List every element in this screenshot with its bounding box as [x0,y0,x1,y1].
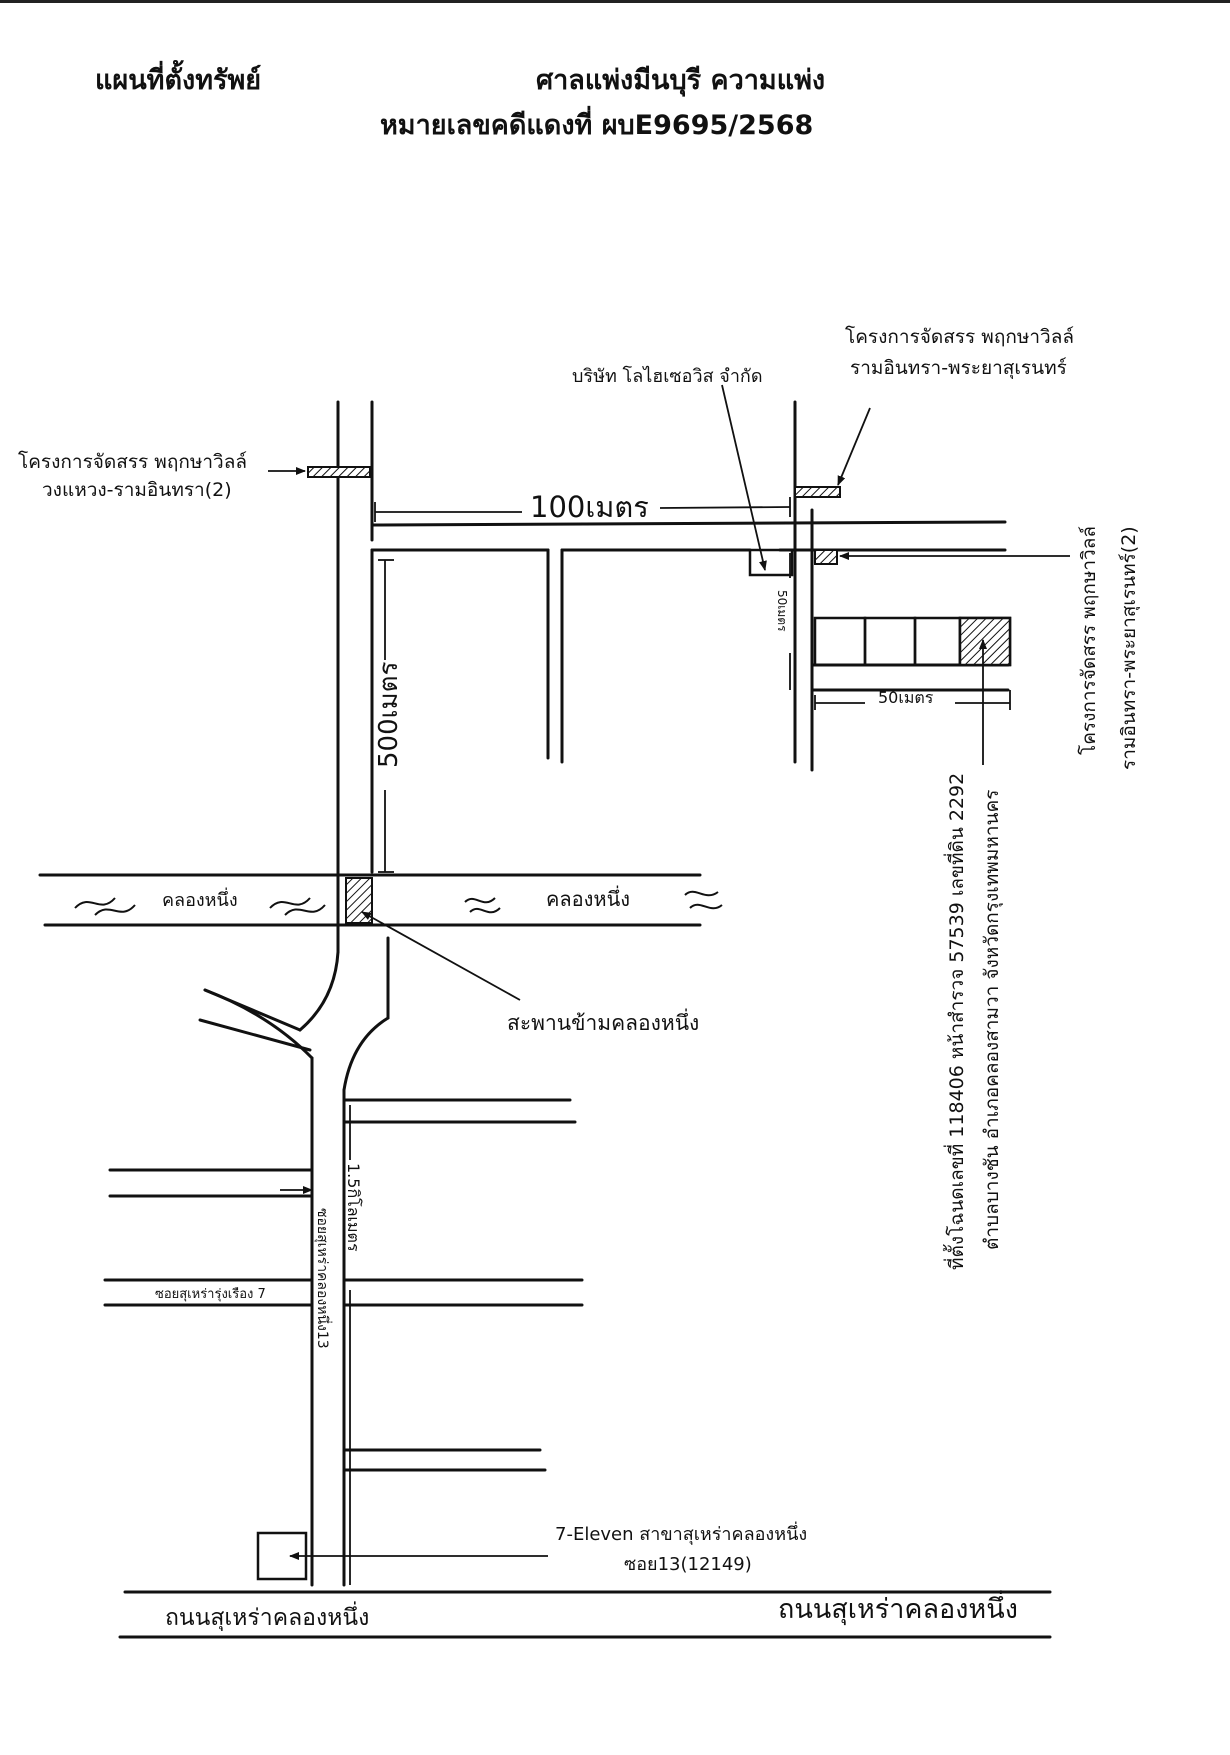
arrow-company [721,384,767,571]
main-road-label-right: ถนนสุเหร่าคลองหนึ่ง [778,1590,1018,1626]
top-border [0,0,1230,3]
project-top-gate [794,486,841,498]
soi-7-label: ซอยสุเหร่ารุ่งเรือง 7 [155,1286,266,1302]
east-sois [342,1098,584,1472]
map-title: แผนที่ตั้งทรัพย์ [95,65,262,96]
project-right-label-1: โครงการจัดสรร พฤกษาวิลล์ [1077,526,1100,755]
arrow-project-top [837,407,871,486]
distance-50m-vertical: 50เมตร [775,590,789,632]
court-name: ศาลแพ่งมีนบุรี ความแพ่ง [536,65,826,96]
project-right-gate [814,549,838,565]
main-road-label-left: ถนนสุเหร่าคลองหนึ่ง [165,1601,369,1631]
project-top-label-2: รามอินทรา-พระยาสุเรนทร์ [850,357,1067,380]
project-left-label-2: วงแหวง-รามอินทรา(2) [42,479,232,501]
distance-50m-horizontal: 50เมตร [878,688,934,707]
main-road-bottom [118,1590,1052,1639]
dimension-500m [378,559,394,873]
distance-100m: 100เมตร [530,490,649,524]
property-site-marker [958,616,1012,667]
dimension-100m [374,497,791,522]
west-branch-road [103,1018,314,1307]
project-left-gate [307,466,371,478]
project-left-label-1: โครงการจัดสรร พฤกษาวิลล์ [18,450,247,473]
property-label-1: ที่ตั้งโฉนดเลขที่ 118406 หน้าสำรวจ 57539… [943,773,968,1270]
property-label-2: ตำบลบางชัน อำเภอคลองสามวา จังหวัดกรุงเทพ… [981,790,1004,1250]
soi-13-label: ซอยสุเหร่าคลองหนึ่ง13 [314,1208,332,1349]
canal-khlong-nueng [38,873,702,927]
arrow-bridge [361,911,521,1001]
project-top-label-1: โครงการจัดสรร พฤกษาวิลล์ [845,325,1074,348]
case-number: หมายเลขคดีแดงที่ ผบE9695/2568 [380,110,814,141]
seven-eleven-label-1: 7-Eleven สาขาสุเหร่าคลองหนึ่ง [555,1521,807,1545]
main-north-road [336,400,390,1020]
canal-wave-icons [74,890,723,916]
seven-eleven-label-2: ซอย13(12149) [624,1554,752,1575]
company-label: บริษัท โลไฮเซอวิส จำกัด [572,365,763,387]
distance-500m: 500เมตร [374,661,404,768]
distance-1-5km: 1.5กิโลเมตร [344,1163,363,1252]
bridge-label: สะพานข้ามคลองหนึ่ง [507,1008,699,1035]
company-box [748,548,794,577]
upper-east-road [370,400,1010,772]
canal-label-right: คลองหนึ่ง [546,885,630,911]
project-right-label-2: รามอินทรา-พระยาสุเรนทร์(2) [1118,526,1141,770]
canal-label-left: คลองหนึ่ง [162,887,238,911]
